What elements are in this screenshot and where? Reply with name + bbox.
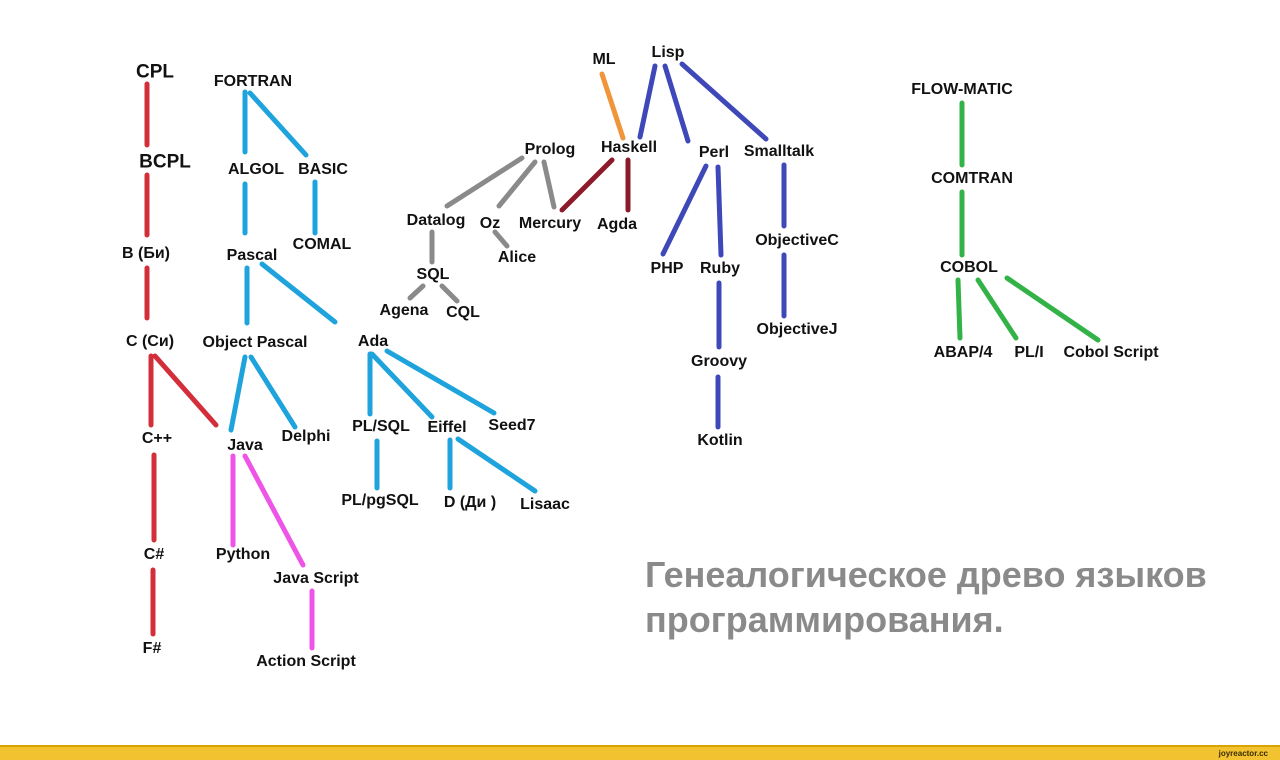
node-php: PHP: [650, 260, 684, 277]
node-bcpl: BCPL: [139, 151, 191, 173]
edge-oz-alice: [492, 229, 510, 249]
node-flowmatic: FLOW-MATIC: [911, 81, 1013, 98]
node-agena: Agena: [379, 302, 429, 319]
edge-prolog-mercury: [541, 159, 557, 210]
node-c: С (Си): [125, 333, 175, 350]
node-haskell: Haskell: [600, 139, 658, 156]
edge-objpascal-java: [228, 354, 248, 433]
edge-c-java: [152, 353, 219, 428]
node-mercury: Mercury: [518, 215, 582, 232]
node-pli: PL/I: [1014, 344, 1044, 361]
node-alice: Alice: [497, 249, 537, 266]
node-lisaac: Lisaac: [520, 496, 570, 513]
node-b: B (Би): [122, 245, 170, 262]
edge-objpascal-delphi: [248, 354, 298, 430]
node-pascal: Pascal: [226, 247, 278, 264]
edge-sql-cql: [439, 283, 460, 304]
edge-java-javascript: [242, 453, 306, 568]
node-cql: CQL: [446, 304, 480, 321]
node-cpl: CPL: [136, 61, 174, 83]
edge-lisp-perl: [662, 63, 691, 144]
edge-perl-php: [660, 163, 709, 257]
edge-cobol-cobolscript: [1004, 275, 1101, 343]
edge-eiffel-lisaac: [455, 436, 538, 494]
node-perl: Perl: [698, 144, 730, 161]
node-kotlin: Kotlin: [697, 432, 743, 449]
node-ruby: Ruby: [700, 260, 740, 277]
node-oz: Oz: [479, 215, 501, 232]
node-sql: SQL: [416, 266, 450, 283]
node-fortran: FORTRAN: [213, 73, 293, 90]
node-agda: Agda: [597, 216, 637, 233]
node-comtran: COMTRAN: [931, 170, 1013, 187]
edge-cobol-abap: [955, 277, 963, 341]
edge-sql-agena: [407, 283, 426, 301]
node-basic: BASIC: [298, 161, 348, 178]
edge-prolog-oz: [496, 159, 538, 209]
diagram-title: Генеалогическое древо языков программиро…: [645, 552, 1207, 642]
node-abap: ABAP/4: [933, 344, 993, 361]
node-fsharp: F#: [142, 640, 162, 657]
node-actionscript: Action Script: [256, 653, 356, 670]
node-plpgsql: PL/pgSQL: [341, 492, 419, 509]
node-datalog: Datalog: [406, 212, 466, 229]
node-prolog: Prolog: [524, 141, 576, 158]
node-python: Python: [215, 546, 271, 563]
node-ada: Ada: [357, 333, 389, 350]
node-objectivec: ObjectiveC: [755, 232, 839, 249]
node-objectivej: ObjectiveJ: [756, 321, 838, 338]
node-seed7: Seed7: [488, 417, 536, 434]
edge-fortran-basic: [247, 90, 309, 158]
node-csharp: C#: [143, 546, 165, 563]
node-eiffel: Eiffel: [427, 419, 467, 436]
node-ml: ML: [592, 51, 616, 68]
node-java: Java: [227, 437, 263, 454]
node-objpascal: Object Pascal: [202, 334, 308, 351]
node-cobol: COBOL: [940, 259, 998, 276]
node-delphi: Delphi: [281, 428, 331, 445]
footer-bar: joyreactor.cc: [0, 745, 1280, 760]
node-comal: COMAL: [292, 236, 352, 253]
footer-brand-link[interactable]: joyreactor.cc: [1218, 749, 1268, 758]
edge-cobol-pli: [975, 277, 1019, 341]
edge-ada-seed7: [384, 348, 497, 416]
edge-ml-haskell: [599, 71, 626, 141]
edge-pascal-ada: [259, 261, 338, 325]
node-algol: ALGOL: [228, 161, 284, 178]
node-lisp: Lisp: [651, 44, 685, 61]
edge-perl-ruby: [715, 164, 724, 258]
node-plsql: PL/SQL: [352, 418, 410, 435]
node-cpp: C++: [141, 430, 173, 447]
edge-lisp-smalltalk: [679, 61, 769, 142]
node-javascript: Java Script: [273, 570, 359, 587]
node-smalltalk: Smalltalk: [743, 143, 815, 160]
edge-prolog-datalog: [444, 155, 525, 209]
title-line-1: Генеалогическое древо языков: [645, 554, 1207, 595]
edge-ada-eiffel: [369, 351, 435, 420]
node-groovy: Groovy: [690, 353, 748, 370]
node-cobolscript: Cobol Script: [1063, 344, 1159, 361]
node-d: D (Ди ): [443, 494, 497, 511]
edge-haskell-mercury: [559, 157, 615, 213]
edge-lisp-haskell: [637, 63, 658, 140]
title-line-2: программирования.: [645, 599, 1004, 640]
